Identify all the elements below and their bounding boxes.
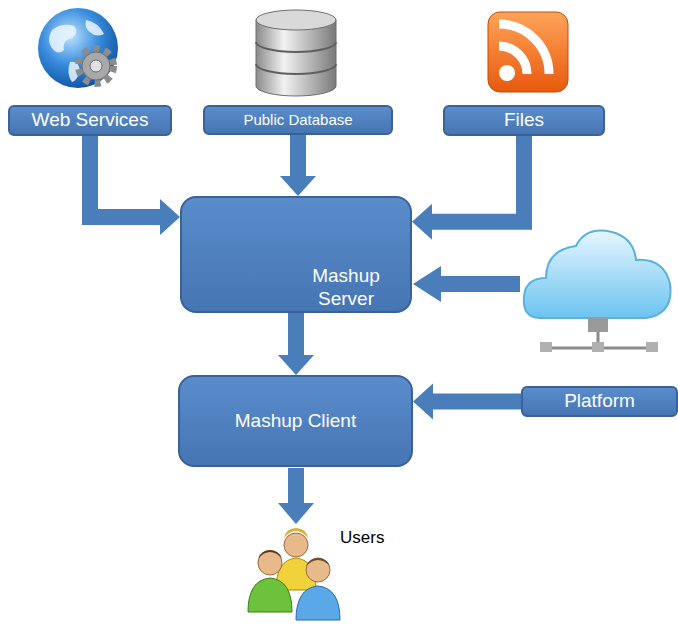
- art-part: [256, 20, 336, 96]
- art-part: [499, 24, 549, 74]
- art-part: [90, 60, 102, 72]
- cloud-icon: [524, 231, 671, 352]
- source-box: Platform: [521, 386, 678, 417]
- art-part: [646, 342, 658, 352]
- node-label: Public Database: [243, 111, 352, 129]
- art-part: [306, 558, 330, 582]
- art-part: [256, 42, 336, 52]
- art-part: [258, 551, 282, 575]
- art-part: [278, 503, 314, 524]
- database-icon: [256, 10, 336, 96]
- art-part: [284, 533, 308, 557]
- art-part: [499, 65, 515, 81]
- art-part: [524, 231, 671, 318]
- art-part: [499, 46, 527, 74]
- art-part: [413, 266, 441, 302]
- art-part: [440, 276, 520, 292]
- art-part: [592, 342, 604, 352]
- flow-arrow: [90, 136, 162, 217]
- art-part: [488, 12, 568, 92]
- node-label: Mashup Client: [235, 410, 356, 433]
- block-arrow: [278, 468, 314, 524]
- flow-arrow: [430, 136, 524, 222]
- source-box: Public Database: [203, 105, 393, 135]
- flow-arrow: [290, 135, 306, 178]
- node-label: Platform: [564, 390, 635, 413]
- node-label: Files: [504, 109, 544, 132]
- rss-icon: [488, 12, 568, 92]
- art-part: [248, 578, 292, 612]
- art-part: [296, 586, 340, 620]
- source-box: Web Services: [8, 105, 172, 136]
- globe-icon: [38, 8, 118, 88]
- art-part: [86, 20, 105, 36]
- process-box: Mashup Server: [180, 196, 412, 313]
- process-box: Mashup Client: [178, 375, 413, 467]
- art-part: [38, 8, 118, 88]
- art-part: [588, 318, 608, 332]
- art-part: [256, 10, 336, 30]
- art-part: [284, 528, 308, 538]
- art-part: [540, 342, 552, 352]
- art-part: [288, 468, 304, 504]
- art-part: [82, 52, 110, 80]
- node-label: Mashup Server: [296, 265, 396, 311]
- block-arrow: [413, 266, 520, 302]
- art-part: [306, 558, 330, 566]
- users-label: Users: [340, 528, 384, 548]
- source-box: Files: [443, 105, 605, 136]
- users-icon: [248, 528, 340, 620]
- art-part: [79, 49, 113, 83]
- art-part: [49, 25, 77, 53]
- art-part: [258, 550, 282, 558]
- flow-arrow: [288, 313, 304, 357]
- art-part: [256, 64, 336, 74]
- node-label: Web Services: [32, 109, 149, 132]
- flow-arrow: [431, 393, 521, 409]
